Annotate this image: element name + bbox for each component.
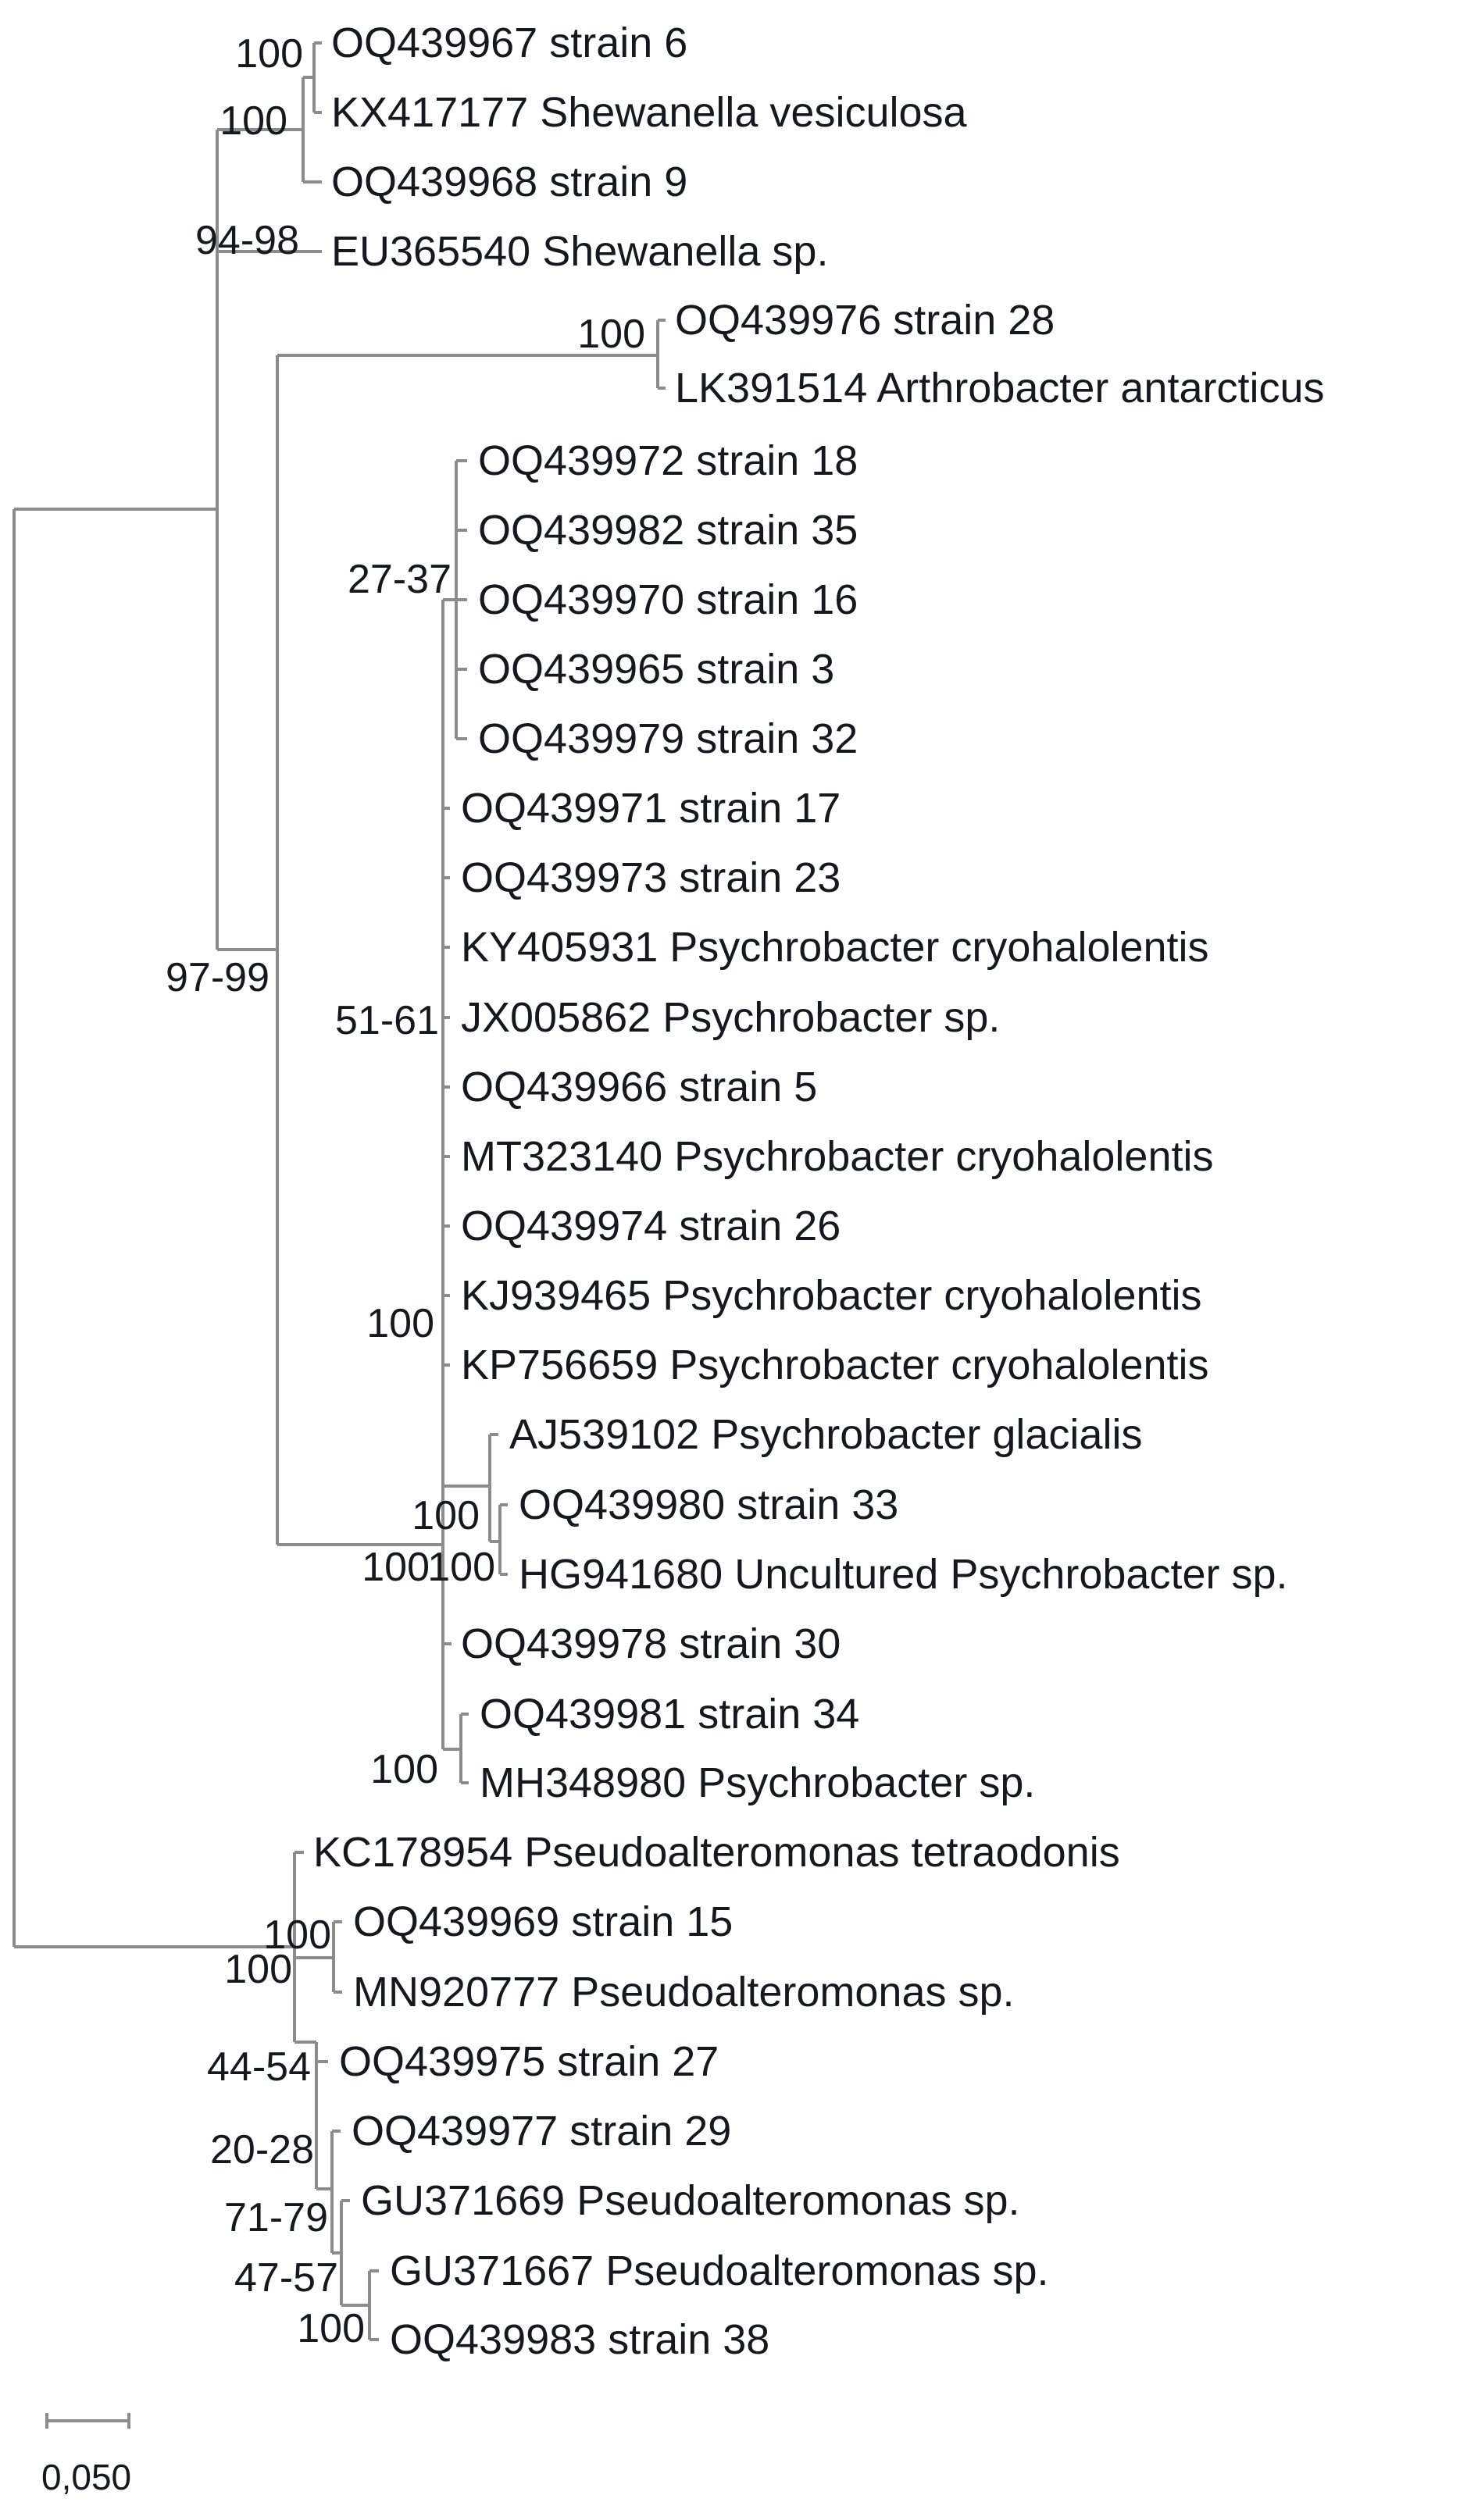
- tip-label: OQ439973 strain 23: [461, 854, 841, 901]
- bootstrap-label: 100: [427, 1545, 495, 1590]
- tip-label: KX417177 Shewanella vesiculosa: [331, 89, 968, 136]
- tip-label: OQ439968 strain 9: [331, 159, 687, 205]
- bootstrap-label: 47-57: [234, 2255, 338, 2301]
- tip-label: KJ939465 Psychrobacter cryohalolentis: [461, 1272, 1202, 1319]
- bootstrap-label: 44-54: [207, 2044, 311, 2090]
- bootstrap-label: 100: [235, 31, 303, 77]
- tip-label: KP756659 Psychrobacter cryohalolentis: [461, 1342, 1209, 1388]
- tip-label: GU371667 Pseudoalteromonas sp.: [390, 2247, 1049, 2294]
- bootstrap-label: 71-79: [224, 2195, 328, 2240]
- tip-label: KY405931 Psychrobacter cryohalolentis: [461, 924, 1209, 971]
- bootstrap-label: 100: [370, 1747, 438, 1792]
- tip-label: OQ439982 strain 35: [478, 507, 858, 554]
- tip-label: OQ439976 strain 28: [675, 297, 1055, 344]
- bootstrap-label: 100: [362, 1545, 430, 1590]
- bootstrap-label: 100: [577, 312, 645, 357]
- tip-label: MT323140 Psychrobacter cryohalolentis: [461, 1133, 1213, 1180]
- tip-label: OQ439965 strain 3: [478, 646, 834, 693]
- tip-label: OQ439981 strain 34: [480, 1691, 859, 1738]
- tip-label: MH348980 Psychrobacter sp.: [480, 1759, 1035, 1806]
- bootstrap-label: 94-98: [195, 218, 299, 263]
- bootstrap-label: 51-61: [335, 998, 439, 1043]
- tip-label: OQ439975 strain 27: [339, 2038, 719, 2085]
- bootstrap-label: 20-28: [210, 2127, 314, 2172]
- tip-label: OQ439974 strain 26: [461, 1203, 841, 1249]
- bootstrap-label: 100: [366, 1301, 434, 1346]
- tip-label: LK391514 Arthrobacter antarcticus: [675, 365, 1325, 412]
- bootstrap-label: 27-37: [348, 557, 452, 602]
- tip-label: KC178954 Pseudoalteromonas tetraodonis: [313, 1829, 1120, 1876]
- bootstrap-label: 100: [263, 1912, 331, 1958]
- tip-label: OQ439969 strain 15: [353, 1898, 733, 1945]
- bootstrap-label: 100: [297, 2306, 365, 2351]
- tip-label: OQ439967 strain 6: [331, 20, 687, 66]
- tip-label: EU365540 Shewanella sp.: [331, 228, 828, 275]
- tip-label: OQ439980 strain 33: [519, 1481, 898, 1528]
- tip-label: OQ439979 strain 32: [478, 715, 858, 762]
- tip-label: OQ439972 strain 18: [478, 437, 858, 484]
- tip-label: OQ439978 strain 30: [461, 1620, 841, 1667]
- tip-label: OQ439971 strain 17: [461, 785, 841, 832]
- bootstrap-label: 100: [224, 1947, 292, 1992]
- tip-label: OQ439977 strain 29: [352, 2108, 731, 2155]
- tip-label: OQ439970 strain 16: [478, 576, 858, 623]
- tip-label: AJ539102 Psychrobacter glacialis: [509, 1411, 1142, 1458]
- bootstrap-label: 100: [412, 1493, 480, 1538]
- tip-label: HG941680 Uncultured Psychrobacter sp.: [519, 1551, 1288, 1598]
- tip-label: OQ439983 strain 38: [390, 2316, 769, 2363]
- bootstrap-label: 100: [220, 98, 287, 144]
- bootstrap-label: 97-99: [166, 955, 269, 1000]
- tip-label: MN920777 Pseudoalteromonas sp.: [353, 1969, 1015, 2016]
- tip-label: GU371669 Pseudoalteromonas sp.: [361, 2177, 1020, 2224]
- scale-bar-label: 0,050: [41, 2457, 131, 2497]
- tip-label: JX005862 Psychrobacter sp.: [461, 994, 1000, 1041]
- tip-label: OQ439966 strain 5: [461, 1064, 817, 1110]
